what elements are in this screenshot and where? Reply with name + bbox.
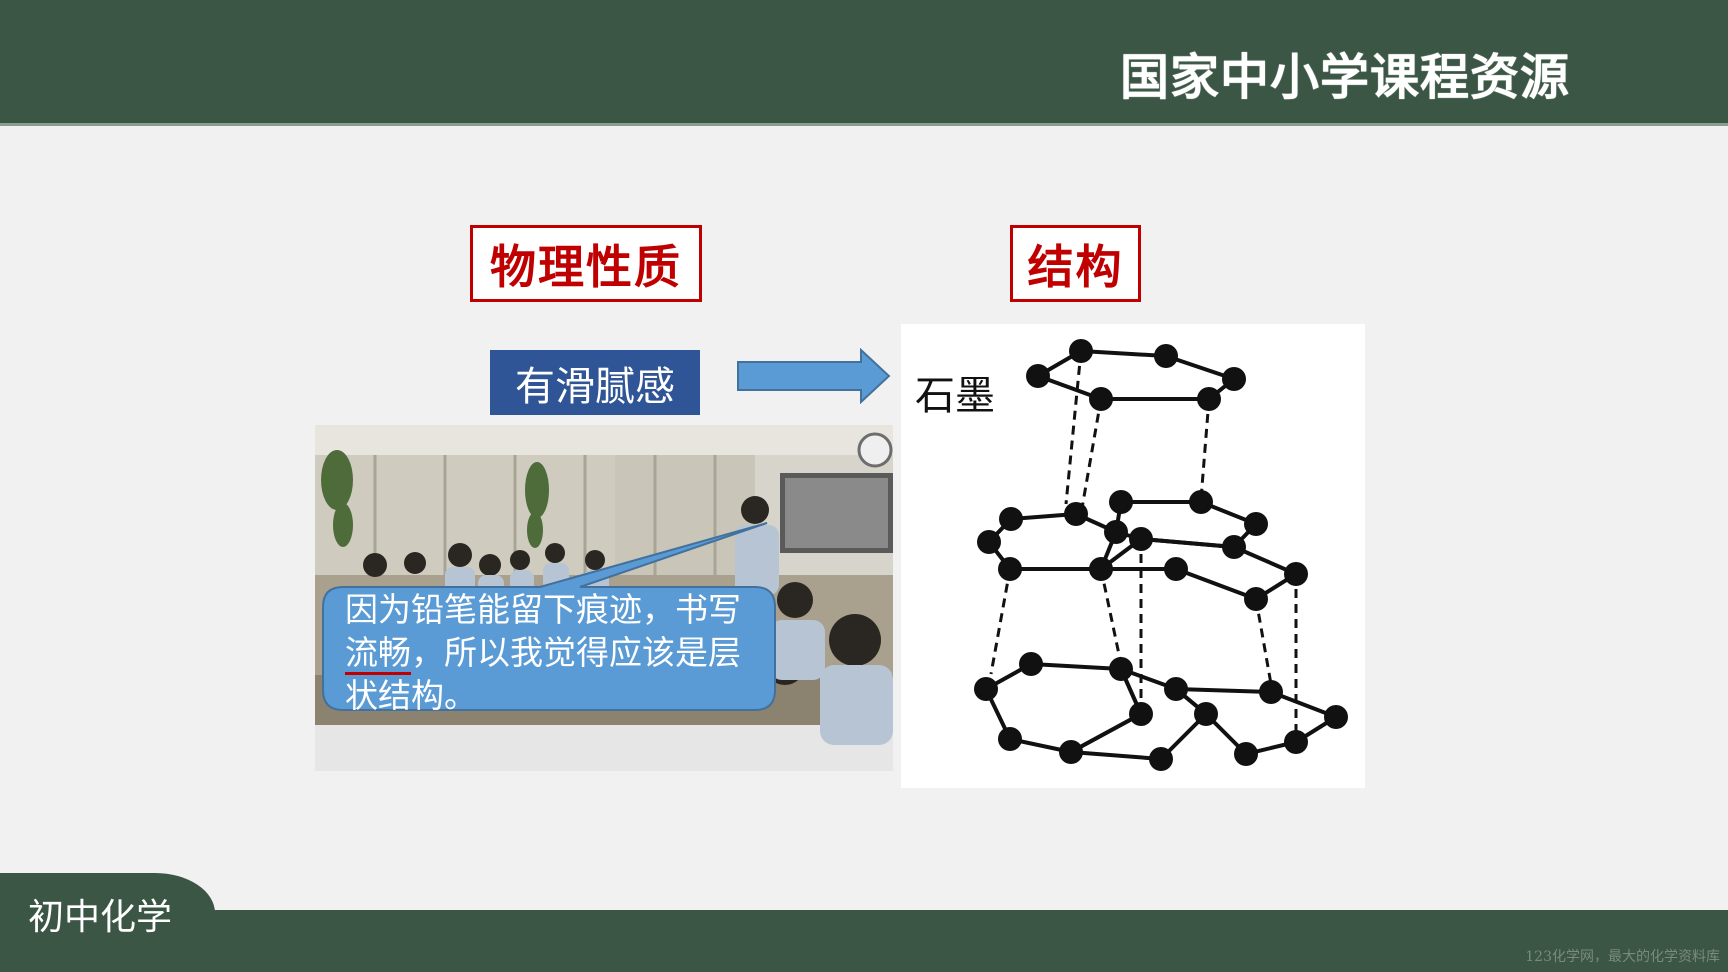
carbon-atom (1284, 562, 1308, 586)
carbon-atom (1109, 490, 1133, 514)
carbon-atom (1129, 527, 1153, 551)
carbon-atom (998, 727, 1022, 751)
classroom-photo (315, 425, 893, 771)
graphite-label: 石墨 (915, 373, 995, 419)
carbon-atom (1109, 657, 1133, 681)
subject-tab (0, 873, 215, 972)
carbon-atom (1222, 367, 1246, 391)
top-banner (0, 0, 1728, 126)
subject-label: 初中化学 (28, 897, 173, 938)
carbon-atom (1019, 652, 1043, 676)
graphite-lattice-diagram (974, 339, 1348, 771)
interlayer-bond (1099, 568, 1123, 665)
watermark: 123化学网，最大的化学资料库 (1525, 949, 1720, 965)
bottom-banner (0, 910, 1728, 972)
physical-property-label: 物理性质 (470, 225, 702, 302)
carbon-atom (1026, 364, 1050, 388)
carbon-atom (974, 677, 998, 701)
carbon-atom (1059, 740, 1083, 764)
carbon-atom (1244, 587, 1268, 611)
carbon-atom (1104, 520, 1128, 544)
structure-label: 结构 (1010, 225, 1141, 302)
property-value-label: 有滑腻感 (490, 350, 700, 415)
carbon-atom (1324, 705, 1348, 729)
interlayer-bond (989, 568, 1012, 675)
carbon-bond (1070, 750, 1162, 761)
bubble-text-part1: 因为铅笔能留下痕迹，书写 (345, 590, 741, 629)
bubble-text-part2: ，所以我觉得应该是层状结构。 (345, 633, 741, 715)
carbon-atom (1197, 387, 1221, 411)
interlayer-bond (1079, 398, 1103, 515)
brand-logo-text: 国家中小学课程资源 (1119, 49, 1570, 106)
interlayer-bond (1199, 398, 1211, 500)
carbon-atom (999, 507, 1023, 531)
carbon-atom (1089, 557, 1113, 581)
carbon-atom (1259, 680, 1283, 704)
graphite-structure-panel (901, 324, 1365, 788)
carbon-atom (1234, 742, 1258, 766)
carbon-atom (1189, 490, 1213, 514)
carbon-atom (1154, 344, 1178, 368)
carbon-atom (1089, 387, 1113, 411)
bubble-underlined-word: 流畅 (345, 633, 411, 675)
carbon-bond (1030, 662, 1122, 671)
carbon-atom (1164, 677, 1188, 701)
carbon-bond (1070, 712, 1142, 754)
carbon-atom (1129, 702, 1153, 726)
carbon-atom (1222, 535, 1246, 559)
carbon-bond (1080, 349, 1167, 358)
carbon-atom (1149, 747, 1173, 771)
interlayer-bond (1254, 598, 1273, 685)
carbon-atom (977, 530, 1001, 554)
interlayer-bond (1064, 350, 1083, 505)
carbon-atom (1064, 502, 1088, 526)
carbon-atom (1194, 702, 1218, 726)
carbon-atom (998, 557, 1022, 581)
carbon-atom (1284, 730, 1308, 754)
carbon-bond (1175, 687, 1272, 694)
carbon-atom (1069, 339, 1093, 363)
carbon-bond (1140, 537, 1235, 549)
carbon-atom (1244, 512, 1268, 536)
carbon-atom (1164, 557, 1188, 581)
right-arrow-icon (737, 348, 891, 404)
speech-bubble-text: 因为铅笔能留下痕迹，书写流畅，所以我觉得应该是层状结构。 (345, 588, 755, 717)
carbon-bond (1175, 567, 1257, 601)
